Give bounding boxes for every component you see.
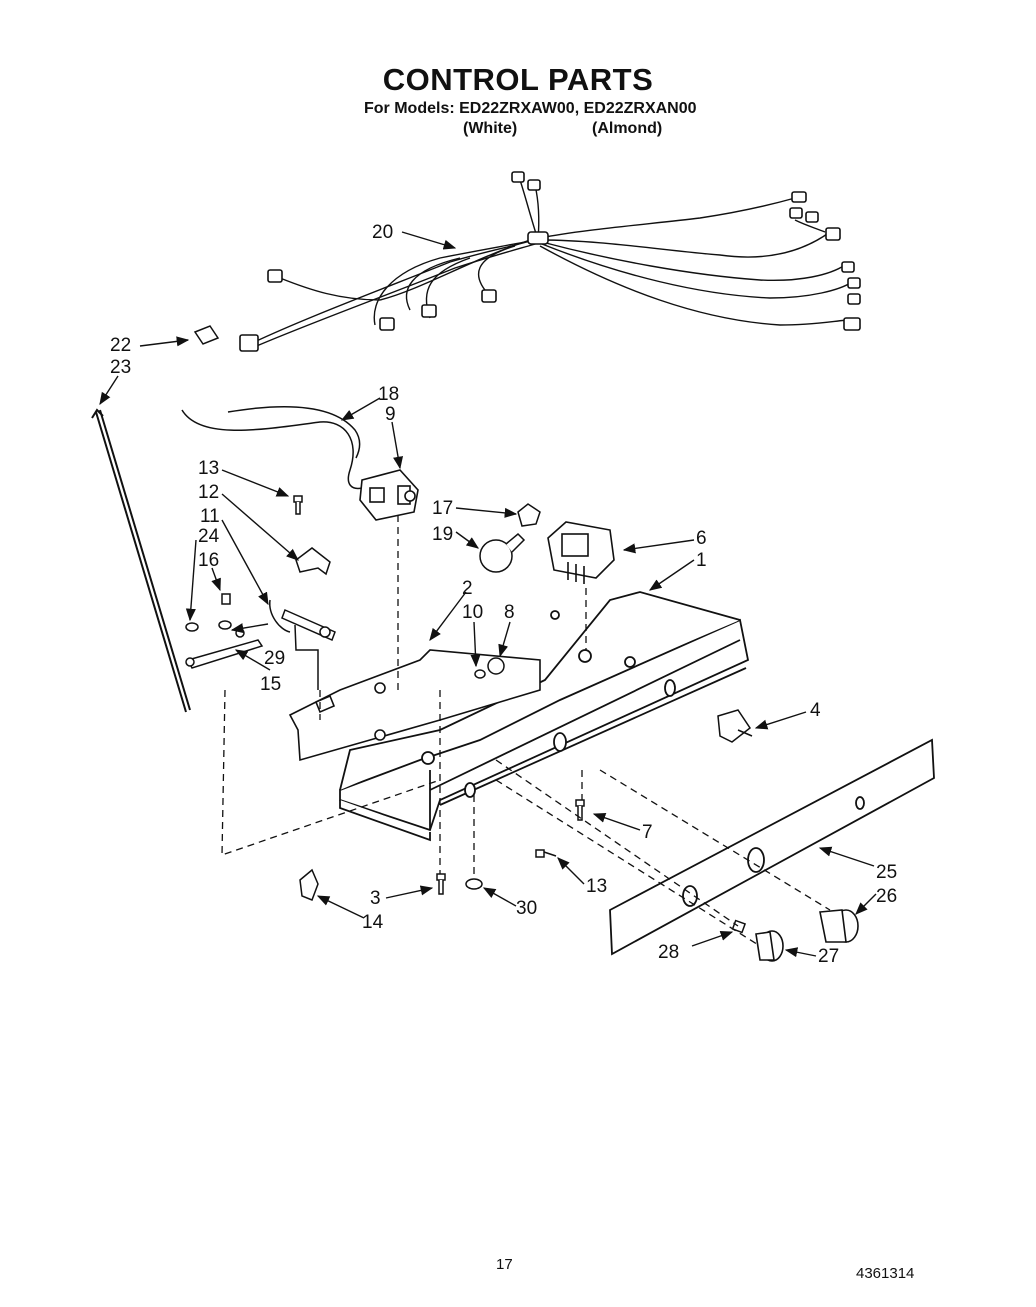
- callout-30: 30: [516, 898, 537, 919]
- connector-plug: [847, 293, 861, 305]
- callout-20: 20: [372, 222, 393, 243]
- callout-29: 29: [264, 648, 285, 669]
- alignment-lines: [221, 515, 831, 947]
- connector-plug: [825, 227, 841, 241]
- callout-27: 27: [818, 946, 839, 967]
- callout-12: 12: [198, 482, 219, 503]
- callout-14: 14: [362, 912, 384, 933]
- connector-plug: [841, 261, 855, 273]
- callout-leaders: [99, 231, 877, 958]
- callout-25: 25: [876, 862, 897, 883]
- callout-17: 17: [432, 498, 453, 519]
- lamp-socket: [517, 503, 541, 527]
- control-knob: [819, 909, 859, 943]
- clip-part: [193, 325, 220, 345]
- light-bulb: [479, 532, 526, 573]
- connector-plug: [527, 179, 541, 191]
- connector-plug: [267, 269, 283, 283]
- wire-harness: [247, 179, 853, 349]
- capillary-tube: [181, 409, 363, 490]
- callout-23: 23: [110, 357, 131, 378]
- callout-10: 10: [462, 602, 483, 623]
- callout-24: 24: [198, 526, 220, 547]
- callout-8: 8: [504, 602, 515, 623]
- hardware-parts: [299, 657, 585, 901]
- callout-4: 4: [810, 700, 821, 721]
- callout-3: 3: [370, 888, 381, 909]
- callout-26: 26: [876, 886, 897, 907]
- callout-labels: 20 22 23 18 9 13 12 11 24 16 29 15 17 19…: [110, 222, 897, 967]
- connector-plug: [789, 207, 803, 219]
- callout-1: 1: [696, 550, 707, 571]
- white-color-label: (White): [463, 120, 518, 137]
- connector-plug: [805, 211, 819, 223]
- callout-28: 28: [658, 942, 679, 963]
- callout-9: 9: [385, 404, 396, 425]
- document-number: 4361314: [856, 1265, 915, 1282]
- relay-part: [717, 709, 753, 743]
- wire-connectors: [239, 171, 861, 352]
- callout-19: 19: [432, 524, 453, 545]
- callout-22: 22: [110, 335, 131, 356]
- knob-clip: [731, 919, 747, 934]
- callout-6: 6: [696, 528, 707, 549]
- connector-plug: [847, 277, 861, 289]
- control-rod: [91, 408, 191, 713]
- connector-plug: [527, 231, 549, 245]
- connector-plug: [379, 317, 395, 331]
- control-knob: [755, 930, 784, 962]
- connector-plug: [421, 304, 437, 318]
- thermostat-part: [359, 469, 419, 521]
- page-number: 17: [496, 1256, 513, 1273]
- callout-15: 15: [260, 674, 281, 695]
- models-line: For Models: ED22ZRXAW00, ED22ZRXAN00: [364, 100, 697, 117]
- callout-11: 11: [200, 506, 220, 527]
- callout-16: 16: [198, 550, 219, 571]
- connector-plug: [791, 191, 807, 203]
- capillary-tube: [227, 405, 361, 459]
- bracket-part: [295, 547, 331, 576]
- callout-18: 18: [378, 384, 399, 405]
- screw-part: [293, 495, 303, 515]
- connector-plug: [481, 289, 497, 303]
- shaft-part: [269, 599, 336, 690]
- callout-13-bottom: 13: [586, 876, 607, 897]
- connector-plug: [239, 334, 259, 352]
- callout-2: 2: [462, 578, 473, 599]
- link-assembly: [185, 593, 264, 669]
- connector-plug: [843, 317, 861, 331]
- control-panel: [609, 738, 935, 956]
- callout-13-top: 13: [198, 458, 219, 479]
- callout-7: 7: [642, 822, 653, 843]
- almond-color-label: (Almond): [592, 120, 663, 137]
- defrost-timer: [547, 521, 615, 584]
- page-title: CONTROL PARTS: [382, 62, 654, 97]
- connector-plug: [511, 171, 525, 183]
